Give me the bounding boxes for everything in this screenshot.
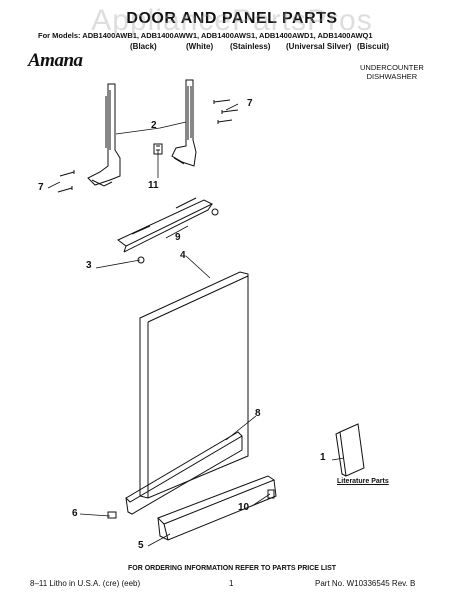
callout-7-left: 7 (38, 182, 44, 193)
color-white: (White) (186, 42, 214, 51)
color-stainless: (Stainless) (230, 42, 271, 51)
footer-litho: 8–11 Litho in U.S.A. (cre) (eeb) (30, 579, 141, 588)
brand-logo: Amana (28, 50, 83, 71)
literature-label: Literature Parts (337, 478, 389, 485)
callout-11: 11 (148, 180, 159, 191)
kick-plate (157, 475, 277, 541)
callout-8: 8 (255, 408, 261, 419)
page-title: DOOR AND PANEL PARTS (126, 10, 338, 27)
screws-right (213, 99, 239, 124)
callout-10: 10 (238, 502, 250, 513)
door-strip (117, 197, 214, 253)
product-type-line-2: DISHWASHER (366, 72, 418, 81)
callout-5: 5 (138, 540, 144, 551)
footer-part-number: Part No. W10336545 Rev. B (315, 579, 416, 588)
footer-page-number: 1 (229, 579, 234, 588)
watermark: AppliancePartsPros (91, 4, 373, 37)
callout-4: 4 (180, 250, 186, 261)
callout-9: 9 (175, 232, 181, 243)
screw-10 (267, 489, 275, 499)
models-line: For Models: ADB1400AWB1, ADB1400AWW1, AD… (38, 31, 373, 40)
hinge-right (171, 79, 197, 167)
screws-left (57, 170, 75, 193)
leader-lines (47, 103, 345, 547)
callout-2: 2 (151, 120, 157, 131)
product-type-line-1: UNDERCOUNTER (360, 63, 424, 72)
color-universal-silver: (Universal Silver) (286, 42, 352, 51)
literature-book (335, 423, 365, 477)
footer-ordering-note: FOR ORDERING INFORMATION REFER TO PARTS … (127, 565, 337, 572)
color-biscuit: (Biscuit) (357, 42, 389, 51)
color-black: (Black) (130, 42, 157, 51)
callout-7-right: 7 (247, 98, 253, 109)
hinge-left (87, 83, 121, 187)
product-type: UNDERCOUNTER DISHWASHER (360, 63, 424, 81)
toe-panel (125, 431, 243, 515)
screw-6 (107, 511, 117, 519)
callout-3: 3 (86, 260, 92, 271)
callout-1: 1 (320, 452, 326, 463)
screw-9 (211, 208, 219, 216)
callout-6: 6 (72, 508, 78, 519)
